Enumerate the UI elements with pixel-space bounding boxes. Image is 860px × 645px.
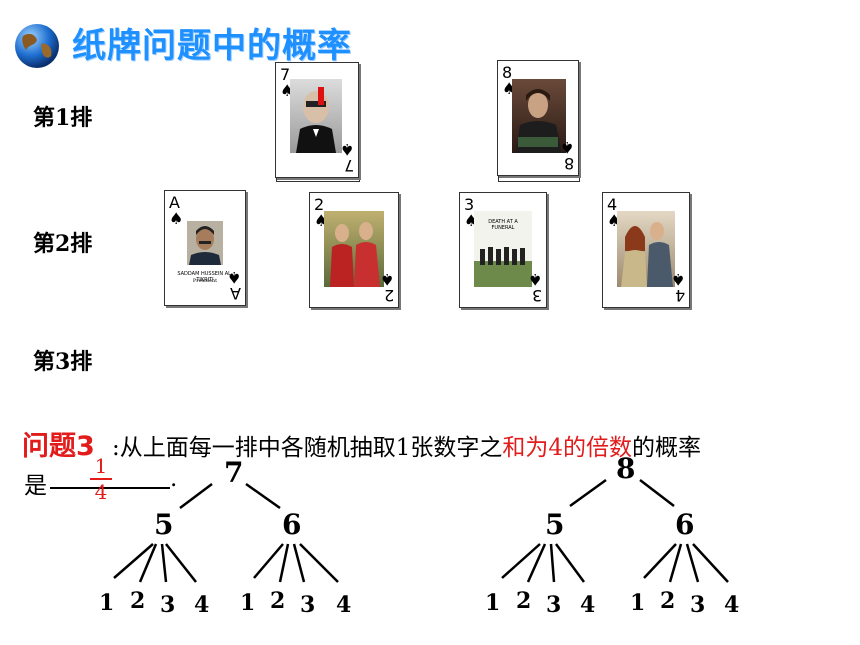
tree-leaf: 3 (160, 592, 176, 618)
tree-leaf: 3 (690, 592, 706, 618)
tree-leaf: 2 (516, 588, 532, 614)
spade-icon: ♠ (169, 209, 184, 228)
question-text-b: 的概率 (632, 435, 702, 461)
card-4-spades[interactable]: 4 ♠ ♠ 4 (602, 192, 690, 308)
tree-leaf: 1 (240, 590, 256, 616)
card-caption: SADDAM HUSSEIN AL-TIKRITI (177, 271, 233, 283)
tree-right-child-1: 5 (545, 508, 565, 541)
card-rank: 8 (502, 63, 513, 82)
card-photo (324, 211, 384, 287)
card-rank: 7 (280, 65, 291, 84)
card-photo: DEATH AT A FUNERAL (474, 211, 532, 287)
card-8-spades[interactable]: 8 ♠ ♠ 8 (497, 60, 579, 176)
card-7-spades[interactable]: 7 ♠ ♠ 7 (275, 62, 359, 178)
card-photo (617, 211, 675, 287)
tree-leaf: 4 (580, 592, 596, 618)
card-photo (512, 79, 566, 153)
answer-fraction: 1 4 (90, 455, 112, 503)
card-rank: A (169, 193, 180, 212)
tree-leaf: 3 (300, 592, 316, 618)
card-photo (290, 79, 342, 153)
card-subcaption: President (192, 278, 218, 284)
card-rank: 2 (314, 195, 325, 214)
card-rank: 3 (464, 195, 475, 214)
answer-blank (50, 487, 170, 489)
tree-left-child-2: 6 (282, 508, 302, 541)
tree-leaf: 4 (336, 592, 352, 618)
tree-leaf: 1 (99, 590, 115, 616)
tree-leaf: 4 (724, 592, 740, 618)
question-text-a: :从上面每一排中各随机抽取1张数字之 (112, 435, 503, 461)
card-rank: 4 (607, 195, 618, 214)
card-photo (187, 221, 223, 265)
row-2-label: 第2排 (33, 231, 93, 257)
question-period: . (170, 466, 178, 492)
tree-leaf: 4 (194, 592, 210, 618)
tree-leaf: 2 (130, 588, 146, 614)
card-caption: DEATH AT A FUNERAL (488, 219, 518, 231)
question-text-highlight: 和为4的倍数 (502, 435, 633, 461)
tree-leaf: 2 (660, 588, 676, 614)
answer-numerator: 1 (94, 454, 108, 478)
question-label: 问题3 (22, 431, 95, 462)
card-3-spades[interactable]: 3 ♠ DEATH AT A FUNERAL ♠ 3 (459, 192, 547, 308)
card-2-spades[interactable]: 2 ♠ ♠ 2 (309, 192, 399, 308)
tree-left-root: 7 (224, 456, 244, 489)
tree-leaf: 1 (485, 590, 501, 616)
tree-right-child-2: 6 (675, 508, 695, 541)
row-3-label: 第3排 (33, 349, 93, 375)
row-1-label: 第1排 (33, 105, 93, 131)
question-text: :从上面每一排中各随机抽取1张数字之和为4的倍数的概率 (112, 428, 701, 462)
globe-icon (15, 24, 59, 68)
tree-left-child-1: 5 (154, 508, 174, 541)
tree-right-root: 8 (616, 452, 636, 485)
question-line2: 是 (24, 473, 47, 499)
page-title: 纸牌问题中的概率 (72, 26, 352, 66)
card-A-spades[interactable]: A ♠ SADDAM HUSSEIN AL-TIKRITI President … (164, 190, 246, 306)
answer-denominator: 4 (94, 480, 108, 504)
tree-leaf: 3 (546, 592, 562, 618)
tree-leaf: 1 (630, 590, 646, 616)
tree-leaf: 2 (270, 588, 286, 614)
